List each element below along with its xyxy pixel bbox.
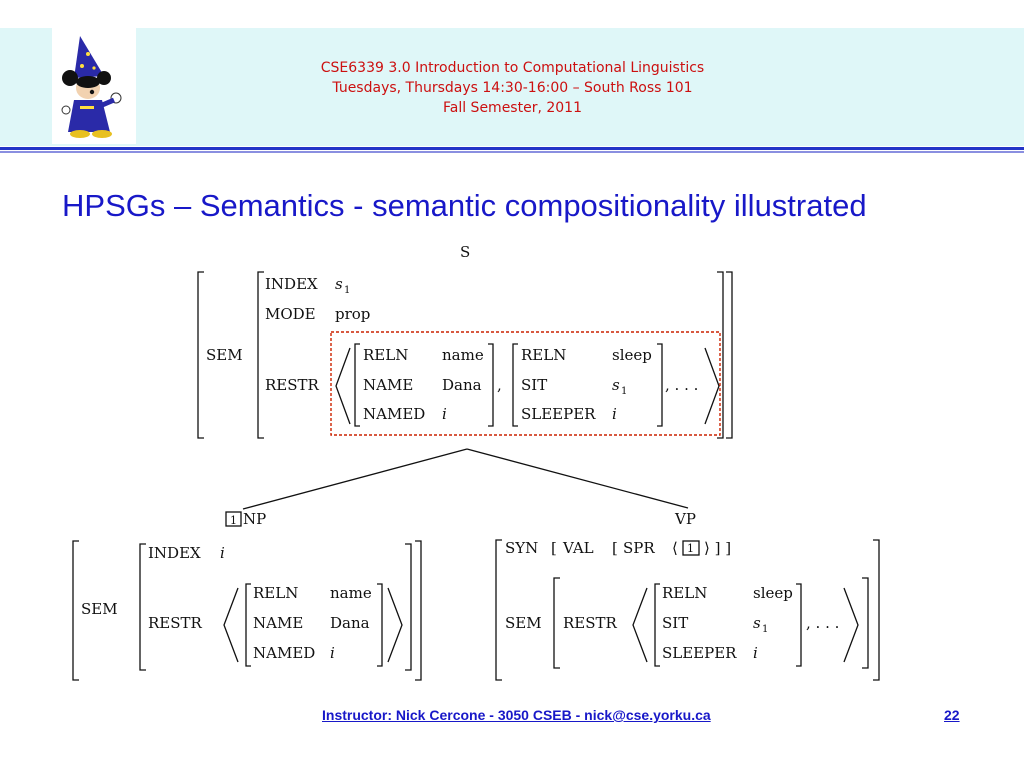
vp-spr-angle-close: ⟩ ] ] [704,539,731,557]
vp-sleeper-attr: SLEEPER [662,644,737,662]
np-name-attr: NAME [253,614,303,632]
root-ellipsis: , . . . [665,376,698,394]
root-pred1-named-attr: NAMED [363,405,425,423]
vp-sit-sub: 1 [762,624,768,635]
root-pred1-reln-val: name [442,346,484,364]
root-mode-attr: MODE [265,305,316,323]
header-divider [0,147,1024,150]
np-reln-attr: RELN [253,584,298,602]
vp-sit-attr: SIT [662,614,688,632]
root-index-attr: INDEX [265,275,318,293]
np-restr-attr: RESTR [148,614,203,632]
root-pred1-reln-attr: RELN [363,346,408,364]
vp-sleeper-val: i [753,644,758,662]
root-mode-val: prop [335,305,370,323]
slide-header [0,28,1024,146]
course-info: CSE6339 3.0 Introduction to Computationa… [280,58,745,118]
vp-restr-attr: RESTR [563,614,618,632]
np-sem-attr: SEM [81,600,118,618]
root-comma: , [497,376,502,394]
root-sem-attr: SEM [206,346,243,364]
page-number-link[interactable]: 22 [944,707,960,723]
vp-spr-attr: SPR [623,539,655,557]
vp-sit-val: s [753,614,761,632]
root-pred1-name-val: Dana [442,376,482,394]
vp-label: VP [674,510,696,528]
vp-spr-tag: 1 [687,542,694,555]
root-pred2-sleeper-attr: SLEEPER [521,405,596,423]
np-label: NP [243,510,266,528]
course-title-line: CSE6339 3.0 Introduction to Computationa… [320,60,705,76]
slide-title: HPSGs – Semantics - semantic composition… [62,188,867,223]
root-pred1-name-attr: NAME [363,376,413,394]
root-pred2-sit-attr: SIT [521,376,547,394]
root-pred2-sit-sub: 1 [621,386,627,397]
header-divider-shadow [0,151,1024,153]
np-name-val: Dana [330,614,370,632]
root-label: S [460,243,470,261]
vp-reln-val: sleep [753,584,793,602]
vp-val-attr: VAL [562,539,594,557]
root-pred2-reln-val: sleep [612,346,652,364]
highlight-box [330,331,721,436]
root-pred2-reln-attr: RELN [521,346,566,364]
root-index-val: s [335,275,343,293]
root-restr-attr: RESTR [265,376,320,394]
root-pred2-sleeper-val: i [612,405,617,423]
np-named-val: i [330,644,335,662]
vp-syn-attr: SYN [505,539,538,557]
vp-reln-attr: RELN [662,584,707,602]
np-named-attr: NAMED [253,644,315,662]
np-index-val: i [220,544,225,562]
instructor-link[interactable]: Instructor: Nick Cercone - 3050 CSEB - n… [322,707,711,723]
vp-sem-attr: SEM [505,614,542,632]
course-semester-line: Fall Semester, 2011 [442,100,582,116]
vp-val-open: [ [551,539,557,557]
course-schedule-line: Tuesdays, Thursdays 14:30-16:00 – South … [332,80,693,96]
vp-ellipsis: , . . . [806,614,839,632]
root-pred1-named-val: i [442,405,447,423]
root-pred2-sit-val: s [612,376,620,394]
np-tag: 1 [230,514,237,527]
root-index-sub: 1 [344,285,350,296]
mickey-sorcerer-icon [52,28,136,144]
vp-spr-open: [ [612,539,618,557]
np-reln-val: name [330,584,372,602]
np-index-attr: INDEX [148,544,201,562]
vp-spr-angle-open: ⟨ [672,539,678,557]
